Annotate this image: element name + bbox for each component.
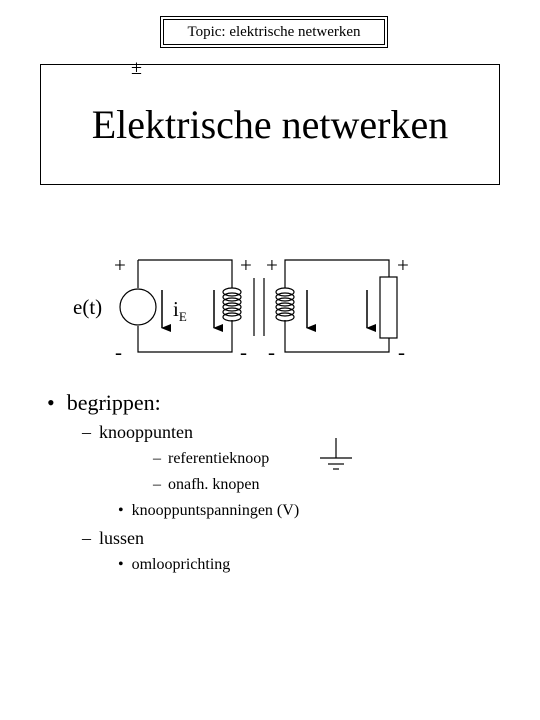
plus-sign: +	[266, 253, 278, 277]
minus-sign: -	[268, 340, 275, 364]
ground-symbol-icon	[320, 438, 352, 470]
left-loop-wire	[137, 259, 233, 353]
plus-sign: +	[397, 253, 409, 277]
source-label: e(t)	[73, 295, 103, 319]
topic-text: Topic: elektrische netwerken	[187, 23, 361, 40]
outline-item-onafh-knopen: –onafh. knopen	[153, 476, 260, 493]
plus-sign: +	[114, 253, 126, 277]
plus-sign: +	[240, 253, 252, 277]
resistor-icon	[379, 276, 398, 339]
voltage-source-icon	[119, 288, 157, 326]
inductor-coil-icon	[275, 287, 295, 322]
outline-item-referentieknoop: –referentieknoop	[153, 450, 270, 467]
circuit-diagram	[119, 259, 398, 353]
inductor-coil-icon	[222, 287, 242, 322]
minus-sign: -	[240, 340, 247, 364]
outline-item-omlooprichting: •omlooprichting	[118, 556, 231, 573]
outline-item-begrippen: •begrippen:	[47, 390, 161, 415]
outline-item-knooppunten: –knooppunten	[82, 422, 193, 442]
current-subscript: E	[178, 309, 187, 324]
source-symbol: ±	[131, 57, 142, 79]
slide-title: Elektrische netwerken	[91, 102, 449, 147]
outline-item-knooppuntspanningen: •knooppuntspanningen (V)	[118, 502, 300, 519]
minus-sign: -	[115, 340, 122, 364]
minus-sign: -	[398, 340, 405, 364]
title-box: Elektrische netwerken	[40, 64, 500, 185]
right-loop-wire	[284, 259, 390, 353]
outline-item-lussen: –lussen	[82, 528, 144, 548]
current-label: iE	[173, 297, 187, 324]
topic-header: Topic: elektrische netwerken	[163, 19, 385, 45]
